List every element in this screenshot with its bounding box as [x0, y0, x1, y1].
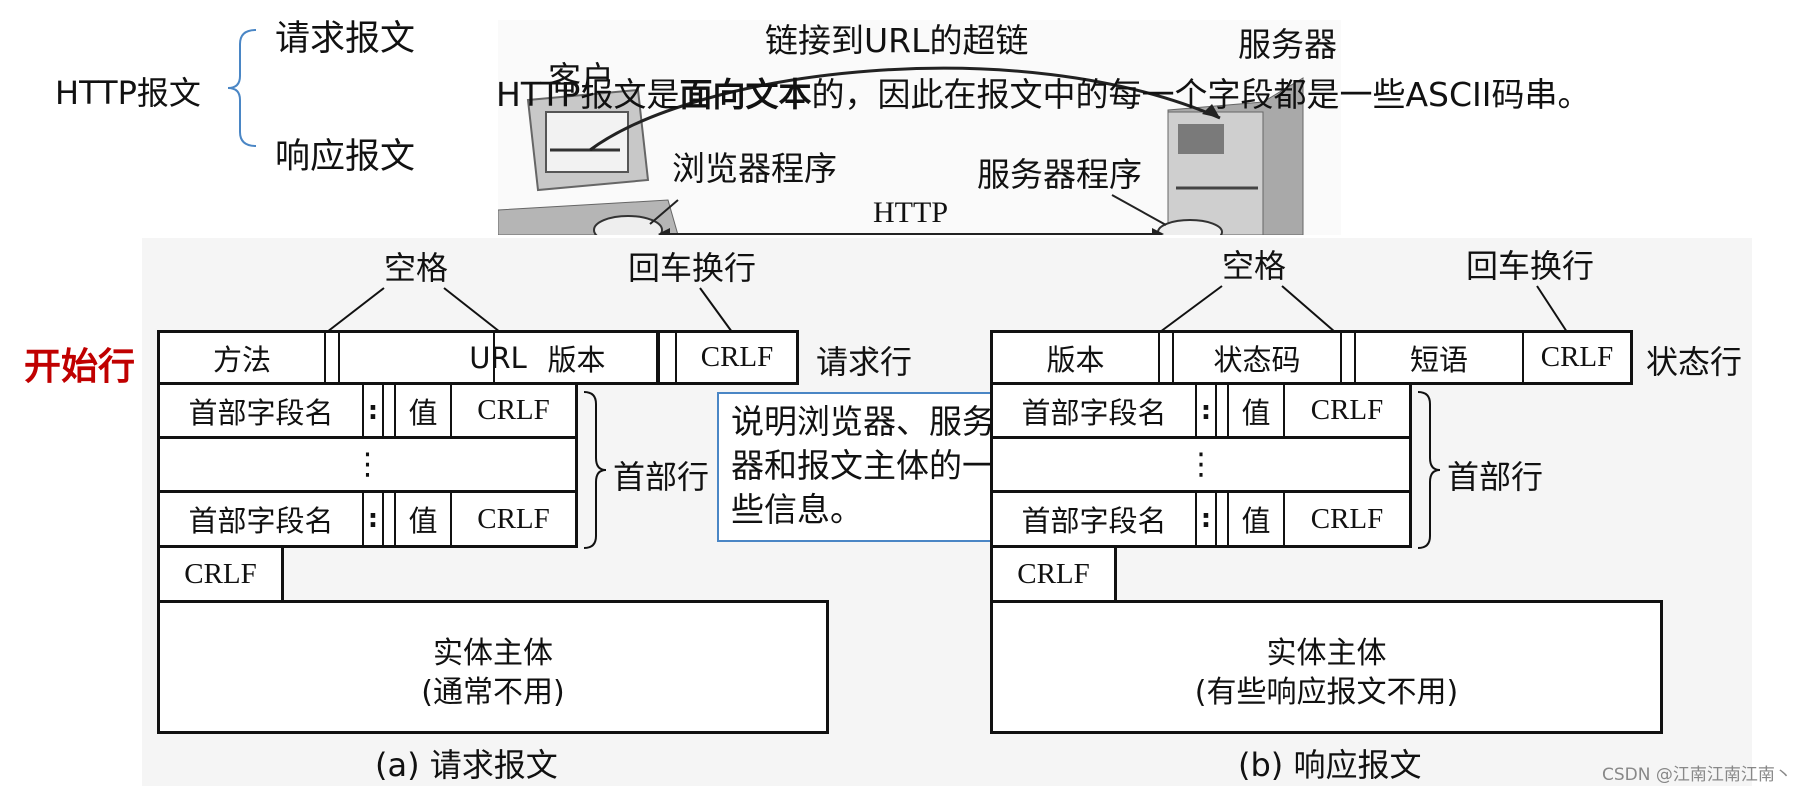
client-computer-icon — [498, 88, 679, 235]
outline-request-message: 请求报文 — [275, 19, 416, 59]
request-blank-line: CRLF — [157, 545, 284, 603]
http-message-label: HTTP报文 — [55, 74, 201, 112]
entity-body-note: (通常不用) — [421, 675, 565, 710]
browser-program-label: 浏览器程序 — [672, 149, 837, 188]
header-colon-cell: : — [364, 385, 384, 436]
client-server-graphic — [498, 66, 1304, 235]
request-method-cell: 方法 — [160, 333, 326, 382]
response-blank-line: CRLF — [990, 545, 1117, 603]
request-entity-body: 实体主体 (通常不用) — [157, 600, 829, 734]
http-protocol-label: HTTP — [873, 196, 948, 229]
request-space-label: 空格 — [384, 249, 449, 287]
headline-emphasis: 面向文本 — [679, 75, 812, 114]
status-version-cell: 版本 — [993, 333, 1160, 382]
ellipsis: ⋮ — [1186, 447, 1216, 482]
client-label: 客户 — [548, 59, 614, 98]
request-line-name: 请求行 — [816, 343, 913, 381]
header-crlf-cell: CRLF — [477, 394, 550, 426]
header-colon-cell: : — [1197, 385, 1217, 436]
entity-body-title: 实体主体 — [1266, 636, 1387, 671]
response-header-ellipsis-row: ⋮ — [990, 436, 1412, 493]
header-value-cell: 值 — [1229, 385, 1285, 436]
start-line-label: 开始行 — [24, 345, 135, 388]
header-value-cell: 值 — [396, 493, 452, 545]
status-phrase-cell: 短语 — [1356, 333, 1524, 382]
server-label: 服务器 — [1238, 25, 1337, 64]
header-crlf-cell: CRLF — [477, 502, 550, 535]
response-header-row: 首部字段名 : 值 CRLF — [990, 382, 1412, 439]
status-line: 版本 状态码 短语 CRLF — [990, 330, 1633, 385]
response-crlf-label: 回车换行 — [1466, 247, 1595, 285]
request-header-row: 首部字段名 : 值 CRLF — [157, 490, 578, 548]
header-value-cell: 值 — [1229, 493, 1285, 545]
header-crlf-cell: CRLF — [1310, 394, 1384, 426]
server-tower-icon — [1157, 77, 1304, 235]
header-colon-cell: : — [364, 493, 384, 545]
status-crlf-cell: CRLF — [1540, 341, 1614, 373]
response-space-label: 空格 — [1222, 247, 1287, 285]
request-url-cell: URL — [340, 333, 658, 382]
watermark: CSDN @江南江南江南丶 — [1602, 765, 1792, 785]
header-field-name-cell: 首部字段名 — [160, 493, 364, 545]
request-crlf-label: 回车换行 — [628, 249, 757, 287]
request-header-ellipsis-row: ⋮ — [157, 436, 578, 493]
status-code-cell: 状态码 — [1174, 333, 1342, 382]
header-crlf-cell: CRLF — [1310, 502, 1384, 535]
request-caption: (a) 请求报文 — [375, 746, 558, 784]
entity-body-title: 实体主体 — [433, 636, 553, 671]
response-header-rows-label: 首部行 — [1447, 458, 1544, 496]
blank-line-crlf: CRLF — [1017, 557, 1090, 590]
outline-brace — [227, 29, 257, 147]
header-info-callout: 说明浏览器、服务器和报文主体的一些信息。 — [717, 392, 1013, 542]
status-line-name: 状态行 — [1646, 343, 1743, 381]
request-line: 方法 URL 版本 CRLF — [157, 330, 799, 385]
header-field-name-cell: 首部字段名 — [993, 493, 1197, 545]
request-header-row: 首部字段名 : 值 CRLF — [157, 382, 578, 439]
header-field-name-cell: 首部字段名 — [993, 385, 1197, 436]
request-header-rows-label: 首部行 — [613, 458, 710, 496]
outline-response-message: 响应报文 — [275, 137, 416, 177]
response-entity-body: 实体主体 (有些响应报文不用) — [990, 600, 1663, 734]
header-field-name-cell: 首部字段名 — [160, 385, 364, 436]
ellipsis: ⋮ — [352, 447, 383, 482]
http-text-oriented-headline: HTTP报文是面向文本的，因此在报文中的每一个字段都是一些ASCII码串。 — [496, 75, 1591, 114]
header-value-cell: 值 — [396, 385, 452, 436]
server-program-label: 服务器程序 — [977, 155, 1142, 194]
blank-line-crlf: CRLF — [184, 557, 257, 590]
response-header-row: 首部字段名 : 值 CRLF — [990, 490, 1412, 548]
response-caption: (b) 响应报文 — [1238, 746, 1422, 784]
header-colon-cell: : — [1197, 493, 1217, 545]
entity-body-note: (有些响应报文不用) — [1194, 675, 1459, 710]
request-version-cell: 版本 — [495, 333, 660, 382]
hyperlink-label: 链接到URL的超链 — [765, 21, 1029, 60]
request-crlf-cell: CRLF — [700, 341, 774, 373]
